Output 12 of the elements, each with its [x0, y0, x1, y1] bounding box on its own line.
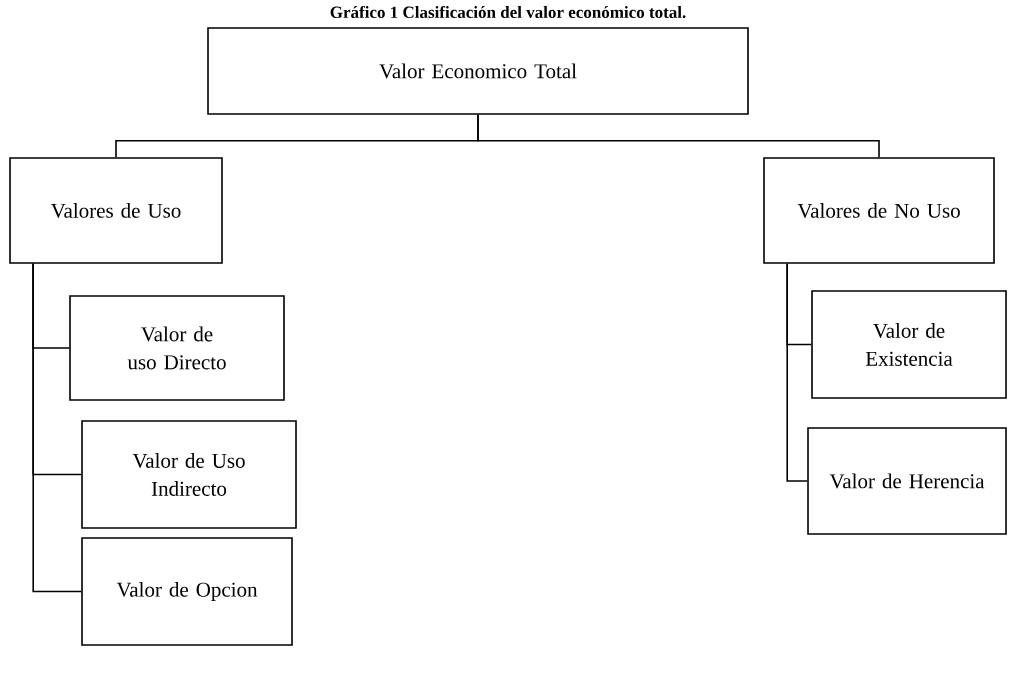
text-box: Valor de uso Directo	[69, 295, 285, 401]
connector-line	[32, 263, 82, 593]
text-box: Valor de Existencia	[811, 290, 1007, 399]
figure-title: Gráfico 1 Clasificación del valor económico total.	[330, 5, 686, 19]
text-box: Valor de Herencia	[807, 427, 1007, 535]
connector-line	[477, 114, 880, 158]
text-box: Valor Economico Total	[207, 27, 749, 115]
text-box: Valor de Opcion	[81, 537, 293, 646]
connector-line	[786, 263, 808, 482]
text-box: Valores de Uso	[9, 157, 223, 264]
text-box: Valores de No Uso	[763, 157, 995, 264]
text-box: Valor de Uso Indirecto	[81, 420, 297, 529]
